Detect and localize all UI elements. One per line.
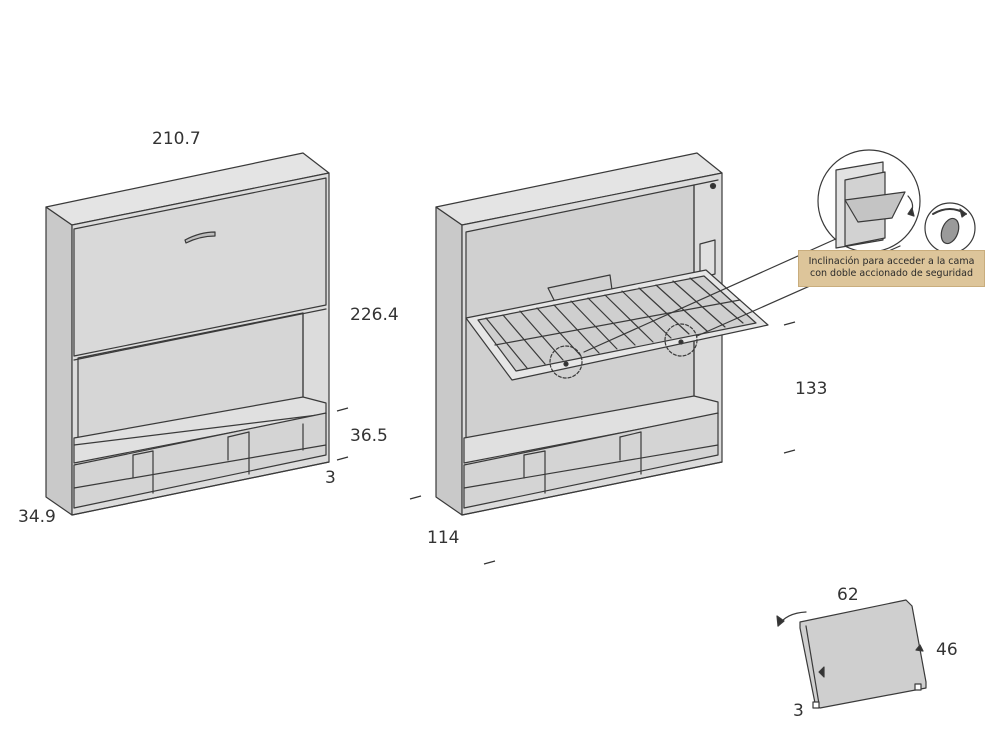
open-unit-cubby-area (463, 412, 719, 509)
detail-inset (817, 149, 976, 254)
dim-nightstand-width: 62 (837, 585, 859, 605)
detail-circle-right (664, 323, 698, 357)
open-unit-shelf (463, 395, 719, 464)
dim-lower-height: 36.5 (350, 426, 388, 446)
dim-plinth: 3 (325, 468, 336, 488)
open-unit-side-panel (435, 206, 463, 516)
open-unit (435, 152, 901, 516)
dim-depth: 34.9 (18, 507, 56, 527)
nightstand-panel (776, 599, 927, 709)
detail-caption: Inclinación para acceder a la cama con d… (798, 250, 985, 287)
closed-unit-door (73, 177, 327, 357)
dim-open-depth: 114 (427, 528, 459, 548)
closed-unit-door-handle (184, 231, 216, 244)
open-unit-knob (709, 182, 717, 190)
bed-frame-inner (477, 275, 757, 372)
closed-unit (45, 152, 330, 516)
closed-unit-cubby-area (73, 412, 327, 509)
dim-nightstand-height: 46 (936, 640, 958, 660)
dim-bed-height: 133 (795, 379, 827, 399)
dimension-ticks (336, 321, 796, 565)
detail-caption-line2: con doble accionado de seguridad (809, 268, 974, 279)
dim-nightstand-thickness: 3 (793, 701, 804, 721)
detail-circle-left (549, 345, 583, 379)
detail-caption-line1: Inclinación para acceder a la cama (808, 256, 975, 267)
open-unit-latch (699, 239, 716, 279)
closed-unit-side-panel (45, 206, 73, 516)
nightstand-panel-shape (799, 599, 927, 709)
dim-height: 226.4 (350, 305, 399, 325)
dim-width: 210.7 (152, 129, 201, 149)
